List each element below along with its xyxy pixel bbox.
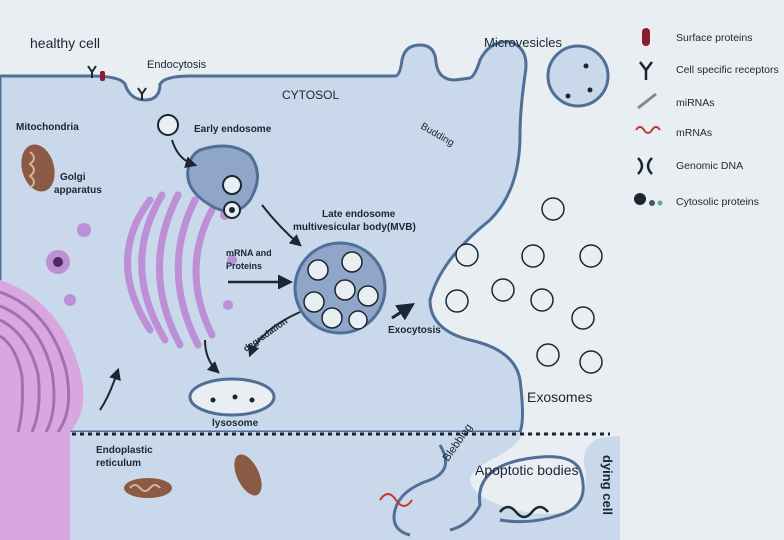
- label-microvesicles: Microvesicles: [484, 35, 563, 50]
- lysosome: [188, 377, 276, 417]
- dna-icon: [637, 157, 653, 175]
- label-lysosome: lysosome: [212, 418, 259, 429]
- dying-cell-body: [0, 432, 620, 540]
- golgi-icon: [124, 191, 237, 349]
- arrow-er-golgi: [99, 367, 121, 411]
- legend-label-cytosolic-proteins: Cytosolic proteins: [676, 196, 759, 208]
- endocytic-vesicle: [157, 114, 179, 136]
- label-mrna-2: Proteins: [226, 261, 262, 271]
- label-golgi-2: apparatus: [54, 185, 102, 196]
- cell-cytosol: [0, 40, 528, 434]
- surface-protein: [100, 71, 105, 81]
- arrow-exocytosis: [391, 303, 416, 321]
- mvb: [293, 241, 387, 335]
- microvesicle: [546, 44, 610, 108]
- legend-label-mrnas: mRNAs: [676, 127, 712, 139]
- exosomes: [445, 197, 603, 374]
- arrow-to-mvb: [261, 204, 302, 247]
- label-late-endosome-1: Late endosome: [322, 209, 396, 220]
- surface-protein-icon: [642, 28, 650, 46]
- lysosome-contents: [210, 394, 255, 403]
- label-healthy-cell: healthy cell: [30, 35, 100, 51]
- mrna-icon: [635, 126, 661, 134]
- label-exosomes: Exosomes: [527, 389, 592, 405]
- legend-label-mirnas: miRNAs: [676, 97, 715, 109]
- label-endocytosis: Endocytosis: [147, 59, 207, 71]
- apoptotic-dna: [499, 505, 549, 519]
- label-dying-cell: dying cell: [600, 455, 615, 515]
- label-cytosol: CYTOSOL: [282, 88, 339, 102]
- mitochondria-icon-2: [124, 454, 262, 498]
- microvesicle-contents: [565, 63, 593, 99]
- legend-label-surface-proteins: Surface proteins: [676, 32, 752, 44]
- label-golgi-1: Golgi: [60, 172, 86, 183]
- legend-icons: [634, 28, 663, 206]
- receptor-icon: [639, 61, 653, 80]
- arrow-to-early-endosome: [171, 139, 198, 169]
- mitochondria-icon: [21, 144, 55, 192]
- legend-label-receptors: Cell specific receptors: [676, 64, 779, 76]
- arrow-golgi-lysosome: [204, 339, 220, 374]
- legend-label-genomic-dna: Genomic DNA: [676, 160, 743, 172]
- label-er-2: reticulum: [96, 458, 141, 469]
- label-mrna-1: mRNA and: [226, 248, 272, 258]
- er-icon: [0, 280, 84, 540]
- endocytosis-receptor: [137, 87, 147, 100]
- label-exocytosis: Exocytosis: [388, 325, 441, 336]
- cytosolic-proteins-icon: [634, 193, 663, 206]
- receptor: [87, 65, 97, 78]
- arrow-degradation: [248, 311, 301, 358]
- label-early-endosome: Early endosome: [194, 124, 272, 135]
- label-late-endosome-2: multivesicular body(MVB): [293, 222, 416, 233]
- label-er-1: Endoplastic: [96, 445, 153, 456]
- dna-fragment: [379, 493, 413, 507]
- label-apoptotic-bodies: Apoptotic bodies: [475, 462, 579, 478]
- label-mitochondria: Mitochondria: [16, 122, 79, 133]
- dying-cell-membrane: [392, 444, 585, 537]
- mirna-icon: [637, 92, 657, 110]
- golgi-vesicles: [46, 223, 91, 306]
- early-endosome: [186, 144, 259, 219]
